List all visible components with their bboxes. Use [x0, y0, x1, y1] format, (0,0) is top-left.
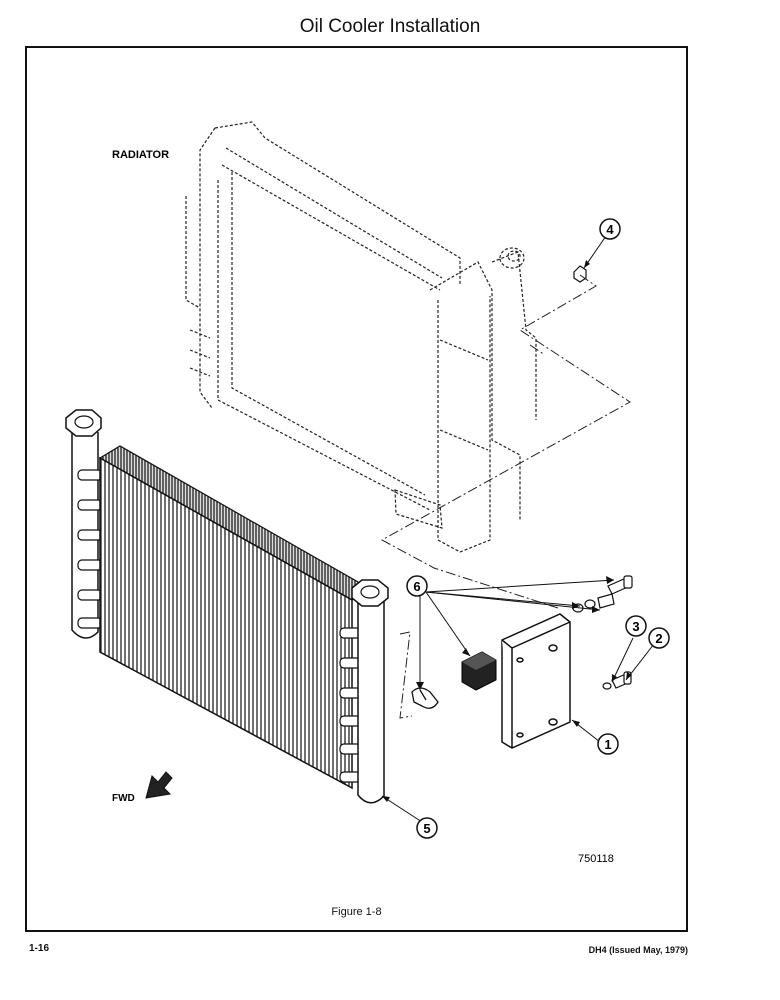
rubber-block — [461, 651, 497, 691]
page-title: Oil Cooler Installation — [299, 16, 481, 37]
upper-bolt — [607, 575, 633, 595]
svg-text:1: 1 — [604, 737, 611, 752]
radiator-outline — [185, 121, 537, 553]
figure-frame — [25, 46, 688, 932]
callout-6: 6 — [406, 575, 428, 597]
upper-nut — [573, 265, 587, 283]
callout-3: 3 — [625, 615, 647, 637]
svg-text:2: 2 — [655, 631, 662, 646]
callout-2: 2 — [648, 627, 670, 649]
drawing-number: 750118 — [578, 853, 614, 865]
leader-lines — [381, 235, 655, 823]
callout-5: 5 — [416, 817, 438, 839]
right-tank — [357, 598, 385, 804]
callout-1: 1 — [597, 733, 619, 755]
cooler-core-face — [99, 456, 353, 790]
oil-cooler — [65, 409, 389, 804]
mounting-bracket — [501, 613, 571, 749]
svg-text:6: 6 — [413, 579, 420, 594]
figure-caption: Figure 1-8 — [331, 906, 382, 918]
callout-4: 4 — [599, 218, 621, 240]
svg-text:4: 4 — [606, 222, 614, 237]
leader-arrowheads — [382, 260, 632, 802]
radiator-label: RADIATOR — [112, 149, 169, 161]
fwd-arrow-icon — [145, 771, 173, 799]
fwd-label: FWD — [112, 793, 135, 804]
issue-note: DH4 (Issued May, 1979) — [588, 945, 688, 955]
hose-clamp — [411, 687, 439, 709]
svg-text:3: 3 — [632, 619, 639, 634]
assembly-centerlines — [380, 274, 631, 719]
page-number: 1-16 — [29, 943, 50, 954]
svg-text:5: 5 — [423, 821, 430, 836]
